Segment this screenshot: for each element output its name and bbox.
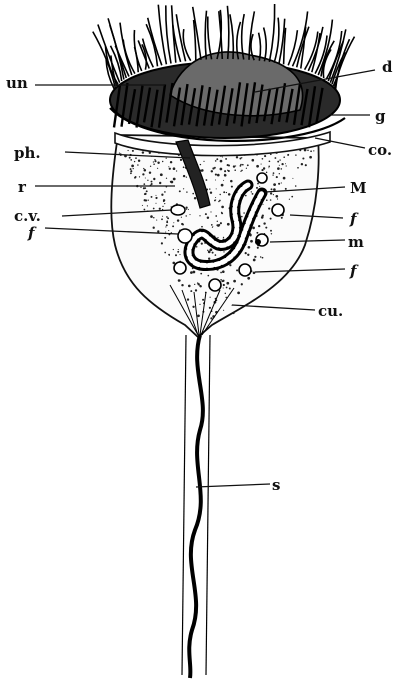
label-co: co. xyxy=(368,141,392,159)
stalk-sheath xyxy=(182,335,186,675)
stalk-spasmoneme xyxy=(189,335,203,678)
label-un: un xyxy=(6,74,28,92)
label-M: M xyxy=(350,179,367,197)
stalk-sheath xyxy=(206,335,210,675)
label-f-left: f xyxy=(27,224,37,242)
label-s: s xyxy=(272,476,280,494)
label-d: d xyxy=(382,58,393,76)
label-ph: ph. xyxy=(14,144,41,162)
micronucleus xyxy=(255,239,261,245)
label-g: g xyxy=(375,107,386,125)
label-r: r xyxy=(18,178,27,196)
label-cv: c.v. xyxy=(14,207,41,225)
label-f-right-lower: f xyxy=(349,262,359,280)
label-f-right-upper: f xyxy=(349,210,359,228)
label-cu: cu. xyxy=(318,302,343,320)
contractile-vacuole xyxy=(171,205,185,215)
label-m: m xyxy=(348,233,364,251)
